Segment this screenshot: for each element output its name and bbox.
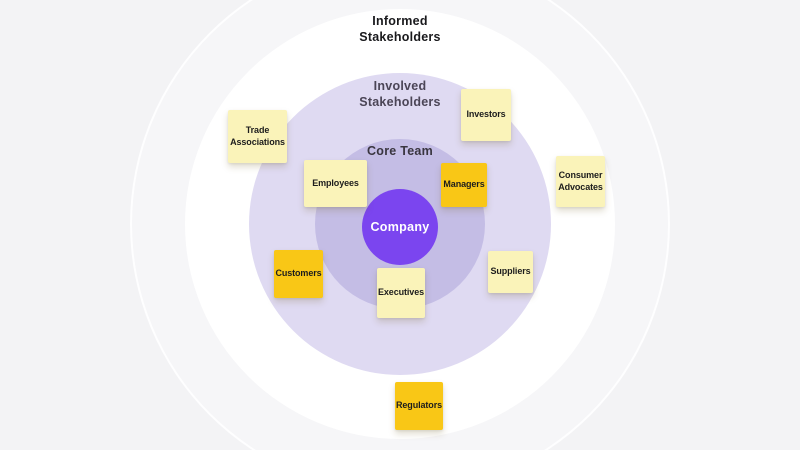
- sticky-label: Investors: [466, 109, 506, 120]
- sticky-note-trade-associations[interactable]: Trade Associations: [228, 110, 287, 163]
- sticky-note-regulators[interactable]: Regulators: [395, 382, 443, 430]
- sticky-note-investors[interactable]: Investors: [461, 89, 511, 141]
- sticky-note-executives[interactable]: Executives: [377, 268, 425, 318]
- informed-zone-label: Informed Stakeholders: [359, 14, 441, 45]
- sticky-label: Trade Associations: [230, 125, 285, 147]
- sticky-label: Consumer Advocates: [558, 170, 603, 192]
- sticky-note-customers[interactable]: Customers: [274, 250, 323, 298]
- sticky-note-managers[interactable]: Managers: [441, 163, 487, 207]
- sticky-label: Executives: [377, 287, 425, 298]
- sticky-label: Customers: [275, 268, 322, 279]
- sticky-note-consumer-advocates[interactable]: Consumer Advocates: [556, 156, 605, 207]
- company-label: Company: [370, 220, 430, 234]
- sticky-label: Suppliers: [490, 266, 531, 277]
- sticky-label: Regulators: [396, 400, 443, 411]
- sticky-label: Employees: [312, 177, 359, 188]
- company-circle[interactable]: Company: [362, 189, 438, 265]
- involved-zone-label: Involved Stakeholders: [359, 79, 441, 110]
- core-zone-label: Core Team: [367, 144, 433, 158]
- sticky-note-suppliers[interactable]: Suppliers: [488, 251, 533, 293]
- sticky-note-employees[interactable]: Employees: [304, 160, 367, 207]
- sticky-label: Managers: [443, 179, 485, 190]
